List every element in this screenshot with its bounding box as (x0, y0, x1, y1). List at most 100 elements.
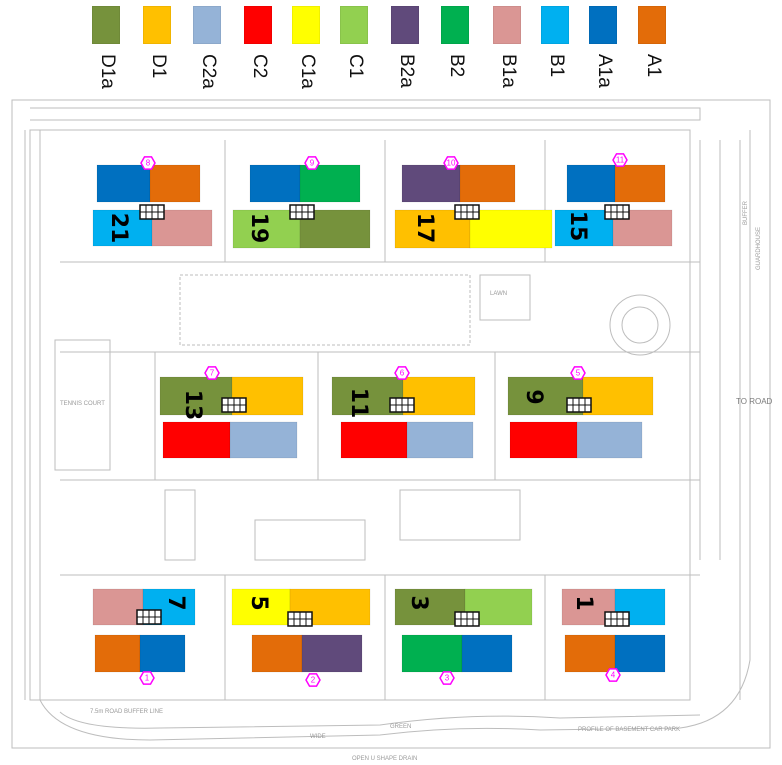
legend-swatch-a1 (638, 6, 666, 44)
block-3[interactable]: 33 (394, 588, 533, 685)
legend-swatch-d1a (92, 6, 120, 44)
unit-a1a[interactable] (566, 164, 616, 203)
block-5[interactable]: 52 (231, 588, 371, 687)
legend-swatch-a1a (589, 6, 617, 44)
unit-c1[interactable] (232, 209, 301, 249)
unit-b1[interactable] (554, 209, 614, 247)
site-boundary (11, 99, 771, 749)
marker-number: 9 (310, 159, 315, 168)
unit-a1a[interactable] (461, 634, 513, 673)
podium-outline (29, 129, 691, 701)
lift-core (454, 204, 480, 220)
block-number: 1 (571, 595, 596, 610)
marker-number: 3 (445, 674, 450, 683)
legend-swatch-d1 (143, 6, 171, 44)
divider-lines-mid (154, 352, 496, 480)
lift-core (221, 397, 247, 413)
unit-b2a[interactable] (301, 634, 363, 673)
hexagon-icon (605, 668, 621, 682)
block-marker-hexagon: 10 (443, 156, 459, 170)
unit-c2a[interactable] (229, 421, 298, 459)
unit-c2a[interactable] (406, 421, 474, 459)
hexagon-icon (204, 366, 220, 380)
unit-c2[interactable] (340, 421, 408, 459)
east-lanes (699, 140, 741, 700)
road-lines (60, 261, 700, 576)
legend-swatch-c1a (292, 6, 320, 44)
unit-b2[interactable] (401, 634, 463, 673)
hexagon-icon (305, 673, 321, 687)
block-marker-hexagon: 5 (570, 366, 586, 380)
legend-swatch-b1a (493, 6, 521, 44)
lawn-area (479, 274, 531, 321)
block-number: 9 (521, 389, 546, 404)
block-number: 7 (163, 595, 188, 610)
marker-number: 8 (146, 159, 151, 168)
block-marker-hexagon: 7 (204, 366, 220, 380)
unit-d1a[interactable] (159, 376, 233, 416)
unit-b1a[interactable] (612, 209, 673, 247)
block-number: 5 (246, 595, 271, 610)
road-buffer-label: 7.5m ROAD BUFFER LINE (90, 709, 163, 715)
block-11[interactable]: 116 (331, 366, 476, 459)
unit-b2a[interactable] (401, 164, 461, 203)
lift-core (566, 397, 592, 413)
unit-b2[interactable] (299, 164, 361, 203)
roundabout-inner (621, 306, 659, 344)
legend-swatch-c2 (244, 6, 272, 44)
lift-core (604, 611, 630, 627)
unit-b1[interactable] (614, 588, 666, 626)
block-number: 15 (565, 211, 590, 242)
unit-a1a[interactable] (249, 164, 301, 203)
legend-swatch-b1 (541, 6, 569, 44)
unit-a1[interactable] (94, 634, 141, 673)
lift-core (139, 204, 165, 220)
hexagon-icon (570, 366, 586, 380)
hexagon-icon (139, 671, 155, 685)
unit-a1[interactable] (459, 164, 516, 203)
marker-number: 7 (210, 369, 215, 378)
guardhouse-label: GUARDHOUSE (756, 227, 762, 270)
unit-a1[interactable] (149, 164, 201, 203)
unit-a1[interactable] (251, 634, 303, 673)
unit-c2a[interactable] (576, 421, 643, 459)
north-road (30, 107, 701, 121)
divider-lines-bottom (224, 575, 546, 700)
lift-core (604, 204, 630, 220)
unit-d1a[interactable] (394, 588, 466, 626)
hexagon-icon (443, 156, 459, 170)
block-1[interactable]: 14 (561, 588, 666, 682)
legend-swatch-b2a (391, 6, 419, 44)
block-19[interactable]: 199 (232, 156, 371, 249)
unit-b1a[interactable] (92, 588, 144, 626)
lawn-label: LAWN (490, 291, 507, 297)
block-marker-hexagon: 3 (439, 671, 455, 685)
lift-core (389, 397, 415, 413)
marker-number: 11 (616, 156, 625, 165)
unit-a1a[interactable] (614, 634, 666, 673)
unit-a1[interactable] (614, 164, 666, 203)
block-7[interactable]: 71 (92, 588, 196, 685)
legend-swatch-c1 (340, 6, 368, 44)
unit-c2[interactable] (509, 421, 578, 459)
unit-a1a[interactable] (139, 634, 186, 673)
west-lanes (24, 130, 41, 700)
unit-c1a[interactable] (469, 209, 553, 249)
unit-d1[interactable] (402, 376, 476, 416)
unit-a1[interactable] (564, 634, 616, 673)
unit-a1a[interactable] (96, 164, 151, 203)
block-number: 3 (406, 595, 431, 610)
block-21[interactable]: 218 (92, 156, 213, 247)
unit-c1a[interactable] (231, 588, 291, 626)
block-9[interactable]: 95 (507, 366, 654, 459)
unit-c2[interactable] (162, 421, 231, 459)
block-13[interactable]: 137 (159, 366, 304, 459)
roundabout (609, 294, 671, 356)
block-number: 17 (412, 213, 437, 244)
unit-d1[interactable] (582, 376, 654, 416)
